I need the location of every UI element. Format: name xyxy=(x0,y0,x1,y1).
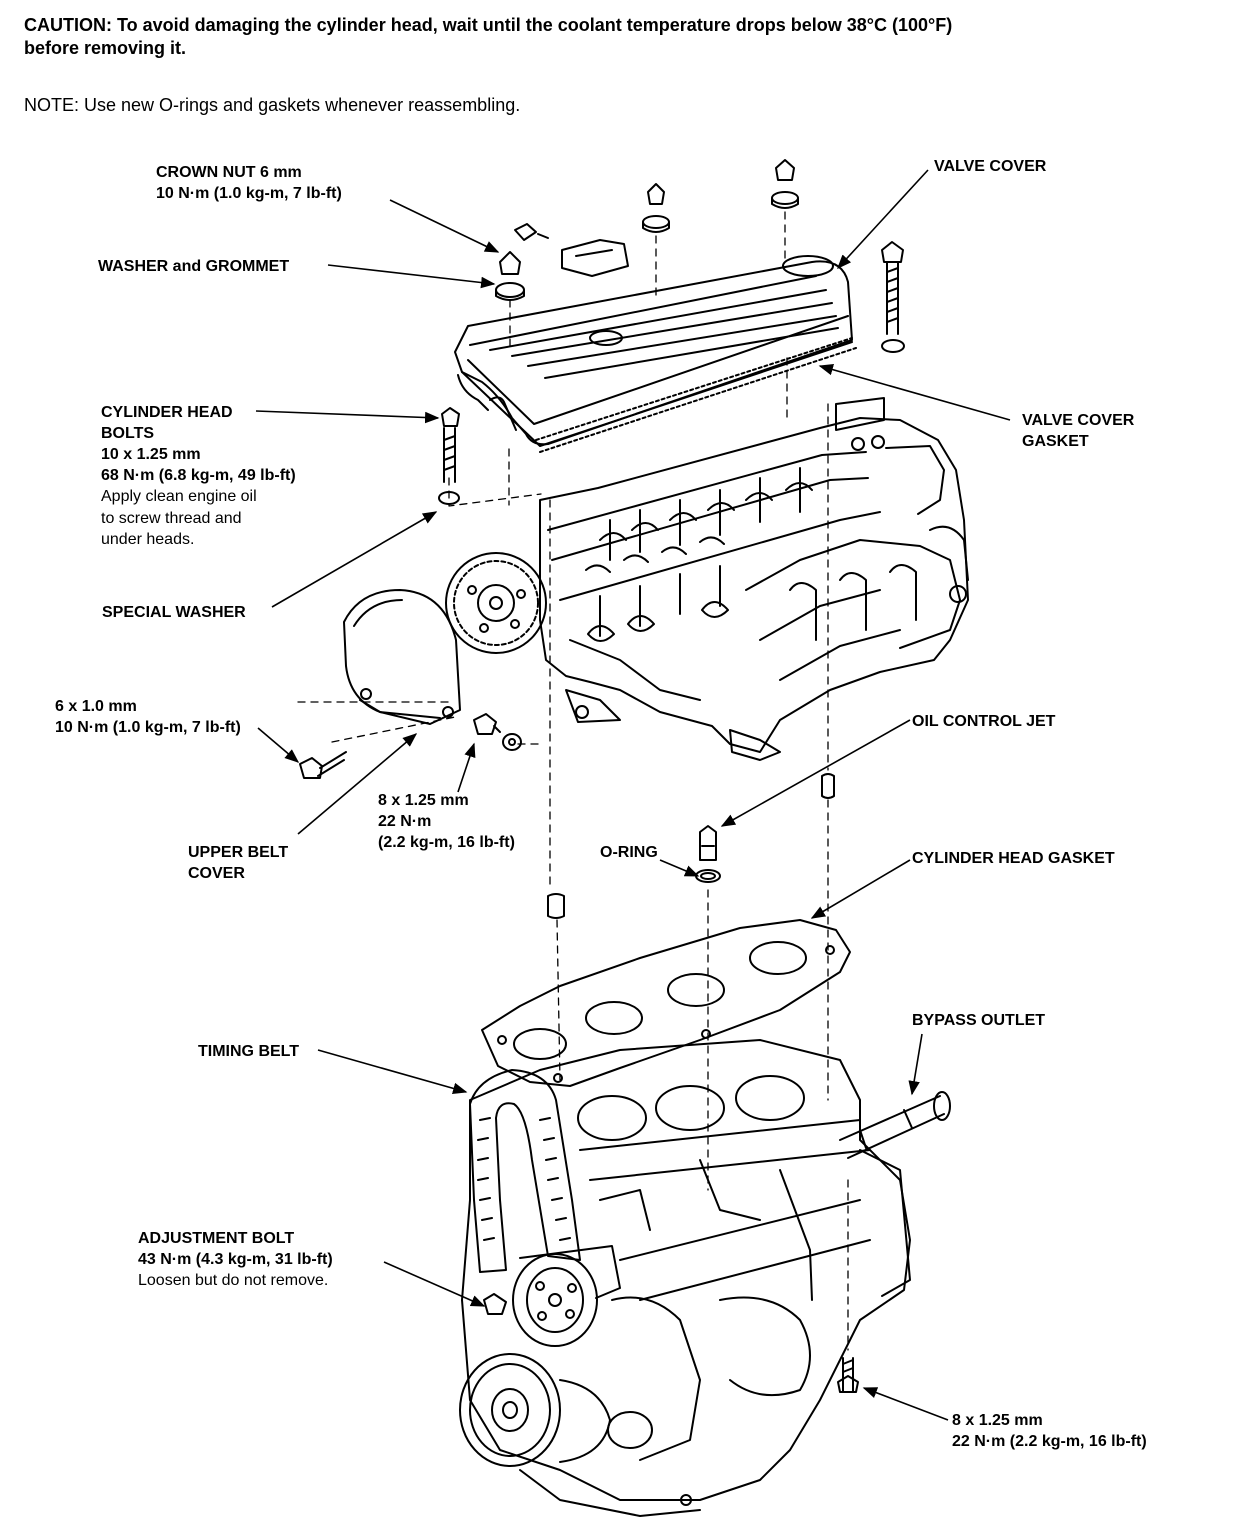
cylinder-head-gasket-label: CYLINDER HEAD GASKET xyxy=(912,850,1115,867)
leader-lines xyxy=(256,170,1010,1420)
adjustment-bolt-label: ADJUSTMENT BOLT 43 N·m (4.3 kg-m, 31 lb-… xyxy=(138,1230,333,1290)
o-ring-label: O-RING xyxy=(600,844,658,861)
valve-cover xyxy=(455,256,852,446)
bolt-6mm xyxy=(300,752,346,778)
bolt-6mm-label: 6 x 1.0 mm 10 N·m (1.0 kg-m, 7 lb-ft) xyxy=(55,698,241,737)
oil-control-jet-label: OIL CONTROL JET xyxy=(912,713,1056,730)
dowel-pin xyxy=(822,774,834,798)
bolt-8mm-upper xyxy=(474,714,521,750)
dowel-pin xyxy=(548,894,564,918)
crown-nut xyxy=(496,160,798,300)
caution-line-1: CAUTION: To avoid damaging the cylinder … xyxy=(24,15,953,35)
cylinder-head-gasket xyxy=(482,920,850,1086)
bypass-outlet-label: BYPASS OUTLET xyxy=(912,1012,1046,1029)
bypass-outlet xyxy=(840,1092,950,1158)
special-washer-label: SPECIAL WASHER xyxy=(102,604,246,621)
adjustment-bolt xyxy=(484,1294,506,1314)
bolt-8mm-lower xyxy=(838,1358,858,1392)
engine-block xyxy=(462,1040,910,1516)
timing-belt xyxy=(470,1070,580,1272)
upper-belt-cover xyxy=(344,590,460,724)
bolt-8mm-upper-label: 8 x 1.25 mm 22 N·m (2.2 kg-m, 16 lb-ft) xyxy=(378,792,515,852)
valve-cover-label: VALVE COVER xyxy=(934,158,1047,175)
crankshaft-pulley xyxy=(460,1354,610,1466)
crown-nut-label: CROWN NUT 6 mm 10 N·m (1.0 kg-m, 7 lb-ft… xyxy=(156,164,342,203)
cylinder-head-bolt xyxy=(439,242,904,504)
bolt-8mm-lower-label: 8 x 1.25 mm 22 N·m (2.2 kg-m, 16 lb-ft) xyxy=(952,1412,1147,1451)
valve-cover-gasket-label: VALVE COVER GASKET xyxy=(1022,412,1135,451)
cylinder-head-bolts-label: CYLINDER HEAD BOLTS 10 x 1.25 mm 68 N·m … xyxy=(101,404,296,548)
upper-belt-cover-label: UPPER BELT COVER xyxy=(188,844,289,883)
caution-line-2: before removing it. xyxy=(24,37,187,58)
note-text: NOTE: Use new O-rings and gaskets whenev… xyxy=(24,95,521,115)
oil-control-jet xyxy=(696,826,720,882)
caution-text: CAUTION: To avoid damaging the cylinder … xyxy=(24,14,952,59)
valve-cover-gasket xyxy=(536,338,856,452)
camshaft-pulley xyxy=(446,553,546,653)
cylinder-head xyxy=(540,398,968,760)
timing-belt-label: TIMING BELT xyxy=(198,1043,300,1060)
water-pump-pulley xyxy=(513,1246,620,1346)
washer-grommet-label: WASHER and GROMMET xyxy=(98,258,290,275)
